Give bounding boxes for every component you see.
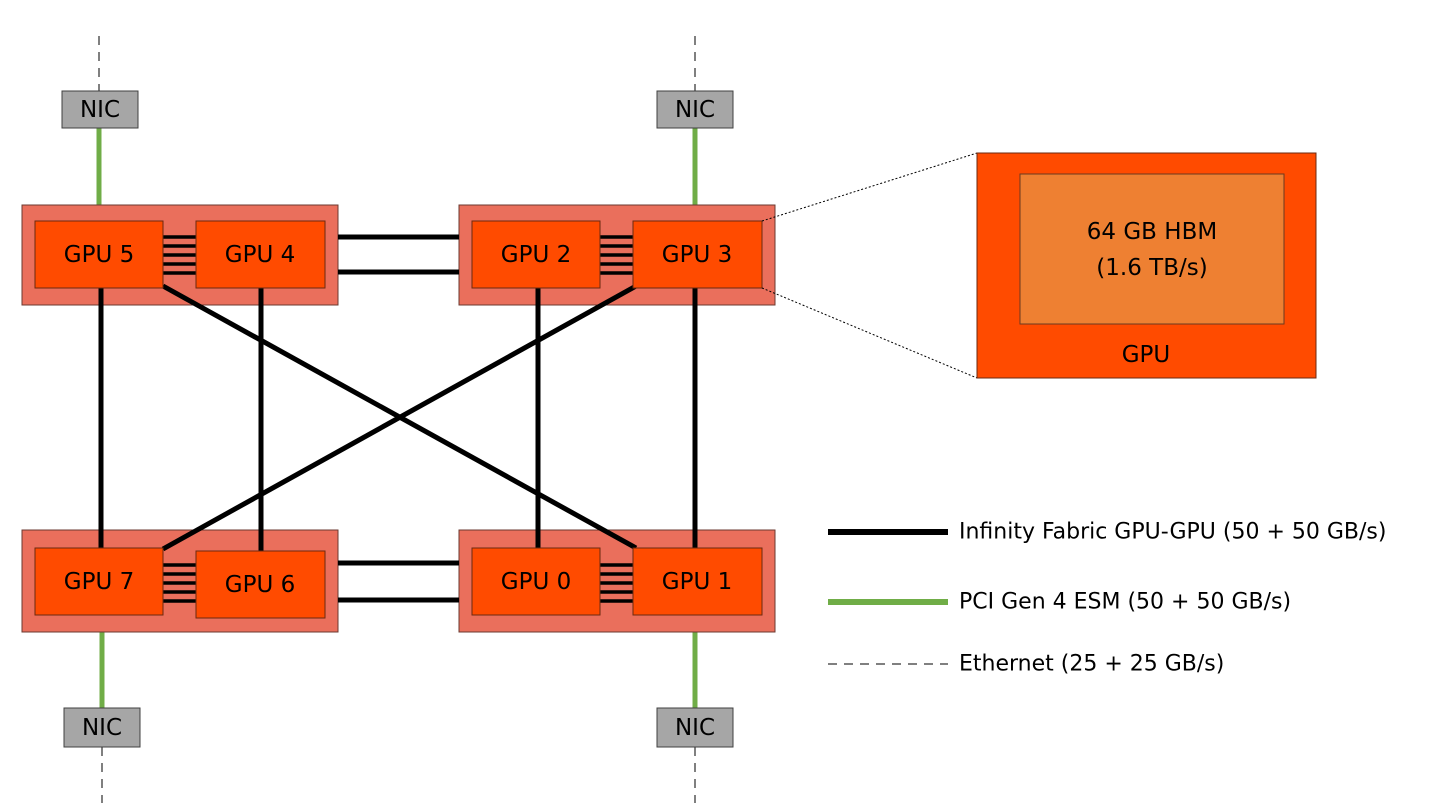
gpu6-label: GPU 6	[225, 572, 295, 598]
legend-label-ethernet: Ethernet (25 + 25 GB/s)	[959, 652, 1224, 677]
zoom-line-top	[761, 152, 978, 222]
memory-label-line1: 64 GB HBM	[1087, 219, 1217, 245]
fabric-link-gpu3-gpu7	[161, 283, 638, 552]
gpu2-label: GPU 2	[501, 242, 571, 268]
nic-top-right-label: NIC	[675, 97, 715, 123]
fabric-links-mesh	[98, 283, 698, 552]
nic-labels: NIC NIC NIC NIC	[80, 97, 715, 741]
gpu4-label: GPU 4	[225, 242, 295, 268]
gpu-labels: GPU 5 GPU 4 GPU 2 GPU 3 GPU 7 GPU 6 GPU …	[64, 242, 732, 598]
gpu-boxes	[34, 220, 763, 619]
ladder-gpu7-gpu6	[163, 563, 196, 603]
ladder-gpu2-gpu3	[600, 235, 633, 275]
ladder-gpu5-gpu4	[163, 235, 196, 275]
nic-top-left-label: NIC	[80, 97, 120, 123]
zoom-line-bottom	[761, 287, 978, 379]
gpu7-label: GPU 7	[64, 569, 134, 595]
legend: Infinity Fabric GPU-GPU (50 + 50 GB/s) P…	[828, 520, 1386, 677]
gpu-detail-label: GPU	[1122, 342, 1171, 368]
zoom-callout-lines	[761, 152, 978, 379]
nic-bottom-right-label: NIC	[675, 715, 715, 741]
gpu0-label: GPU 0	[501, 569, 571, 595]
gpu3-box	[632, 220, 763, 289]
gpu3-label: GPU 3	[662, 242, 732, 268]
nic-boxes	[61, 90, 734, 748]
gpu6-box	[195, 550, 326, 619]
gpu0-box	[471, 547, 601, 616]
gpu2-box	[471, 220, 601, 289]
nic-top-right-box	[656, 90, 734, 129]
gpu5-label: GPU 5	[64, 242, 134, 268]
fabric-links-horizontal	[338, 234, 459, 603]
nic-bottom-left-box	[63, 707, 141, 748]
gpu-detail-memory	[1019, 173, 1285, 325]
legend-label-pci: PCI Gen 4 ESM (50 + 50 GB/s)	[959, 590, 1291, 615]
gpu1-box	[632, 547, 763, 616]
ladder-gpu0-gpu1	[600, 563, 633, 603]
gpu7-box	[34, 547, 164, 616]
nic-top-left-box	[61, 90, 139, 129]
legend-label-infinity-fabric: Infinity Fabric GPU-GPU (50 + 50 GB/s)	[959, 520, 1386, 545]
gpu4-box	[195, 220, 326, 289]
nic-bottom-right-box	[656, 707, 734, 748]
gpu-detail: 64 GB HBM (1.6 TB/s) GPU	[976, 152, 1317, 379]
nic-bottom-left-label: NIC	[82, 715, 122, 741]
fabric-ladders	[163, 235, 633, 603]
gpu1-label: GPU 1	[662, 569, 732, 595]
memory-label-line2: (1.6 TB/s)	[1096, 255, 1207, 281]
gpu5-box	[34, 220, 164, 289]
